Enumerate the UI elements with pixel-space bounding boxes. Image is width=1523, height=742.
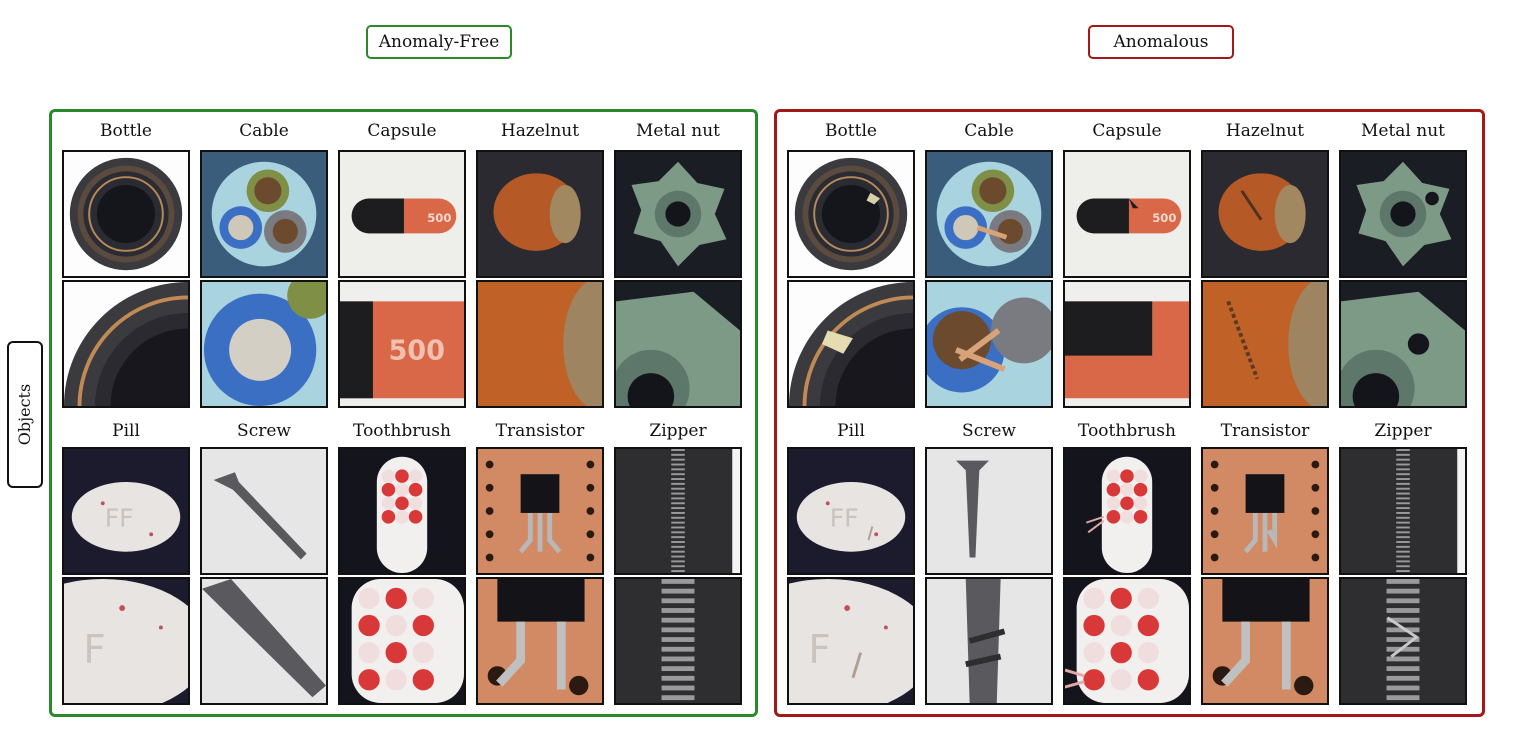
anomalous-hazelnut-closeup-image <box>1201 280 1329 408</box>
anomalous-capsule-closeup-image <box>1063 280 1191 408</box>
anomalous-metal-nut-closeup-image <box>1339 280 1467 408</box>
free-metal-nut-closeup-image <box>614 280 742 408</box>
anomalous-screw-label: Screw <box>962 421 1016 441</box>
free-capsule-closeup-image: 500 <box>338 280 466 408</box>
free-bottle-closeup-image <box>62 280 190 408</box>
anomalous-bottle-full-image <box>787 150 915 278</box>
free-cable-full-image <box>200 150 328 278</box>
anomalous-bottle-closeup-image <box>787 280 915 408</box>
free-pill-closeup-image: F <box>62 577 190 705</box>
anomalous-capsule-label: Capsule <box>1092 121 1162 141</box>
anomalous-screw-full-image <box>925 447 1053 575</box>
anomalous-screw-closeup-image <box>925 577 1053 705</box>
anomalous-zipper-closeup-image <box>1339 577 1467 705</box>
anomalous-panel <box>774 109 1485 717</box>
anomalous-pill-label: Pill <box>837 421 865 441</box>
anomalous-hazelnut-full-image <box>1201 150 1329 278</box>
objects-side-label: Objects <box>7 341 43 488</box>
anomaly-free-panel <box>49 109 758 717</box>
free-hazelnut-label: Hazelnut <box>500 121 580 141</box>
free-metal-nut-full-image <box>614 150 742 278</box>
anomalous-transistor-label: Transistor <box>1220 421 1310 441</box>
free-cable-closeup-image <box>200 280 328 408</box>
free-capsule-label: Capsule <box>367 121 437 141</box>
free-metal-nut-label: Metal nut <box>635 121 720 141</box>
anomalous-pill-full-image: FF <box>787 447 915 575</box>
free-cable-label: Cable <box>239 121 289 141</box>
anomalous-pill-closeup-image: F <box>787 577 915 705</box>
free-transistor-label: Transistor <box>495 421 585 441</box>
svg-text:500: 500 <box>427 211 451 225</box>
anomalous-transistor-full-image <box>1201 447 1329 575</box>
svg-text:500: 500 <box>1152 211 1176 225</box>
anomalous-transistor-closeup-image <box>1201 577 1329 705</box>
free-bottle-label: Bottle <box>100 121 152 141</box>
svg-text:FF: FF <box>105 504 134 533</box>
anomalous-metal-nut-full-image <box>1339 150 1467 278</box>
svg-text:500: 500 <box>388 336 445 367</box>
anomalous-zipper-label: Zipper <box>1374 421 1432 441</box>
free-capsule-full-image: 500 <box>338 150 466 278</box>
free-pill-label: Pill <box>112 421 140 441</box>
anomalous-zipper-full-image <box>1339 447 1467 575</box>
free-bottle-full-image <box>62 150 190 278</box>
free-transistor-closeup-image <box>476 577 604 705</box>
free-screw-closeup-image <box>200 577 328 705</box>
free-zipper-full-image <box>614 447 742 575</box>
free-toothbrush-closeup-image <box>338 577 466 705</box>
free-zipper-closeup-image <box>614 577 742 705</box>
free-screw-full-image <box>200 447 328 575</box>
anomalous-cable-closeup-image <box>925 280 1053 408</box>
anomaly-free-header: Anomaly-Free <box>366 25 512 59</box>
free-toothbrush-full-image <box>338 447 466 575</box>
anomalous-cable-full-image <box>925 150 1053 278</box>
anomalous-toothbrush-closeup-image <box>1063 577 1191 705</box>
free-screw-label: Screw <box>237 421 291 441</box>
anomalous-toothbrush-full-image <box>1063 447 1191 575</box>
svg-text:F: F <box>83 627 105 672</box>
free-toothbrush-label: Toothbrush <box>353 421 451 441</box>
anomalous-hazelnut-label: Hazelnut <box>1225 121 1305 141</box>
free-pill-full-image: FF <box>62 447 190 575</box>
anomalous-toothbrush-label: Toothbrush <box>1078 421 1176 441</box>
anomalous-capsule-full-image: 500 <box>1063 150 1191 278</box>
free-zipper-label: Zipper <box>649 421 707 441</box>
objects-label-text: Objects <box>15 383 35 446</box>
free-transistor-full-image <box>476 447 604 575</box>
anomalous-bottle-label: Bottle <box>825 121 877 141</box>
free-hazelnut-full-image <box>476 150 604 278</box>
svg-text:FF: FF <box>830 504 859 533</box>
free-hazelnut-closeup-image <box>476 280 604 408</box>
anomalous-cable-label: Cable <box>964 121 1014 141</box>
svg-text:F: F <box>808 627 830 672</box>
anomalous-metal-nut-label: Metal nut <box>1360 121 1445 141</box>
anomalous-header: Anomalous <box>1088 25 1234 59</box>
